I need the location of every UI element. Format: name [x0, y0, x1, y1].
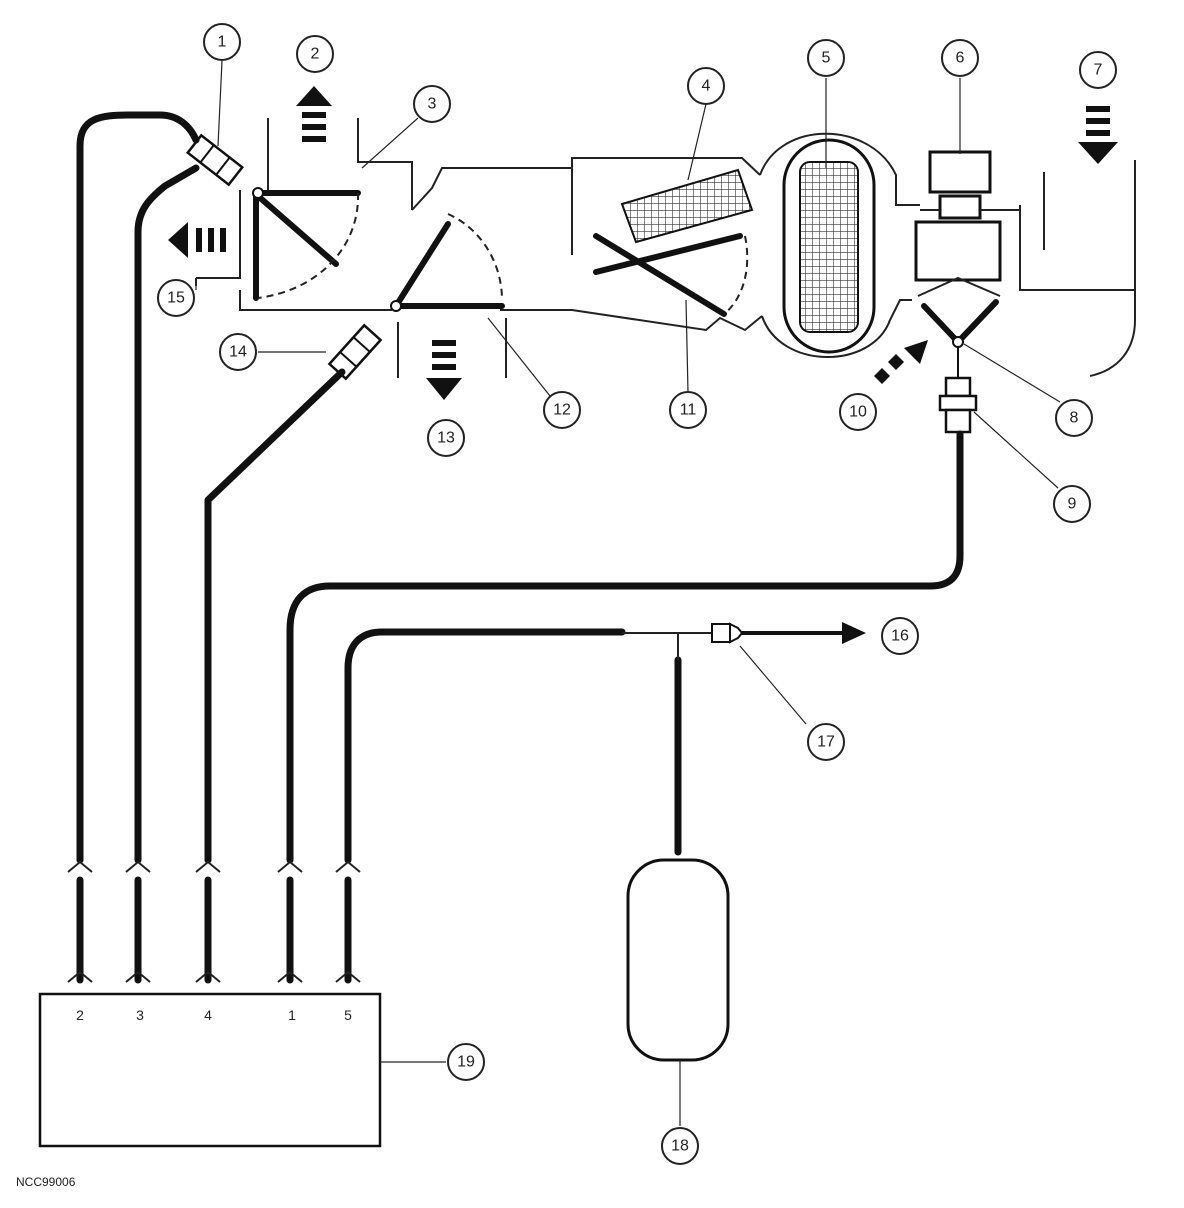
callout-7: 7	[1079, 51, 1117, 89]
blend-door-11	[593, 233, 749, 317]
vacuum-motor-1	[185, 133, 245, 187]
control-module-19	[38, 992, 382, 1148]
figure-code: NCC99006	[16, 1175, 76, 1189]
callout-1: 1	[203, 23, 241, 61]
arrow-diagonal-inlet	[874, 340, 928, 384]
arrow-right-outlet	[742, 622, 866, 644]
svg-text:7: 7	[1094, 62, 1103, 79]
port-label: 1	[288, 1007, 296, 1023]
recirc-door-8	[917, 276, 1001, 348]
port-label: 3	[136, 1007, 144, 1023]
svg-text:3: 3	[428, 96, 437, 113]
svg-text:19: 19	[457, 1054, 475, 1071]
port-label: 2	[76, 1007, 84, 1023]
svg-text:6: 6	[956, 50, 965, 67]
check-valve-17	[711, 622, 744, 644]
svg-text:14: 14	[229, 344, 247, 361]
callout-17: 17	[807, 723, 845, 761]
callout-11: 11	[669, 391, 707, 429]
svg-text:15: 15	[167, 290, 185, 307]
callout-10: 10	[839, 393, 877, 431]
vacuum-supply-line	[622, 632, 712, 660]
vacuum-hoses	[76, 111, 964, 984]
callout-6: 6	[941, 39, 979, 77]
evaporator-core	[620, 168, 754, 244]
leader-lines	[195, 60, 1061, 1126]
callout-2: 2	[296, 35, 334, 73]
callout-18: 18	[661, 1127, 699, 1165]
svg-text:12: 12	[553, 402, 571, 419]
svg-text:2: 2	[311, 46, 320, 63]
vacuum-motor-14	[327, 323, 383, 381]
arrow-up-outlet	[296, 86, 332, 142]
flow-arrows	[168, 86, 1118, 644]
callout-9: 9	[1053, 485, 1091, 523]
arrow-left-outlet	[168, 222, 226, 258]
vacuum-motor-9	[938, 346, 978, 434]
callout-15: 15	[157, 279, 195, 317]
port-labels: 2 3 4 1 5	[76, 1007, 352, 1023]
callout-12: 12	[543, 391, 581, 429]
svg-text:5: 5	[822, 50, 831, 67]
callout-5: 5	[807, 39, 845, 77]
svg-text:18: 18	[671, 1138, 689, 1155]
svg-text:8: 8	[1070, 410, 1079, 427]
hvac-housing	[195, 118, 1136, 378]
svg-text:13: 13	[437, 430, 455, 447]
svg-text:9: 9	[1068, 496, 1077, 513]
vacuum-reservoir-18	[626, 858, 730, 1062]
port-label: 5	[344, 1007, 352, 1023]
arrow-down-outlet	[426, 340, 462, 400]
door-12	[390, 213, 505, 312]
port-label: 4	[204, 1007, 212, 1023]
hose-connectors	[67, 860, 361, 983]
callout-13: 13	[427, 419, 465, 457]
svg-text:10: 10	[849, 404, 867, 421]
svg-text:11: 11	[680, 402, 697, 419]
arrow-down-inlet	[1078, 106, 1118, 164]
callout-4: 4	[687, 67, 725, 105]
callout-3: 3	[413, 85, 451, 123]
callout-16: 16	[881, 617, 919, 655]
door-3	[252, 187, 361, 301]
callout-8: 8	[1055, 399, 1093, 437]
callout-14: 14	[219, 333, 257, 371]
svg-text:17: 17	[817, 734, 835, 751]
callout-19: 19	[447, 1043, 485, 1081]
heater-core	[782, 138, 876, 354]
svg-text:16: 16	[891, 628, 909, 645]
svg-text:1: 1	[218, 34, 227, 51]
svg-text:4: 4	[702, 78, 711, 95]
blower-motor	[914, 150, 1020, 282]
